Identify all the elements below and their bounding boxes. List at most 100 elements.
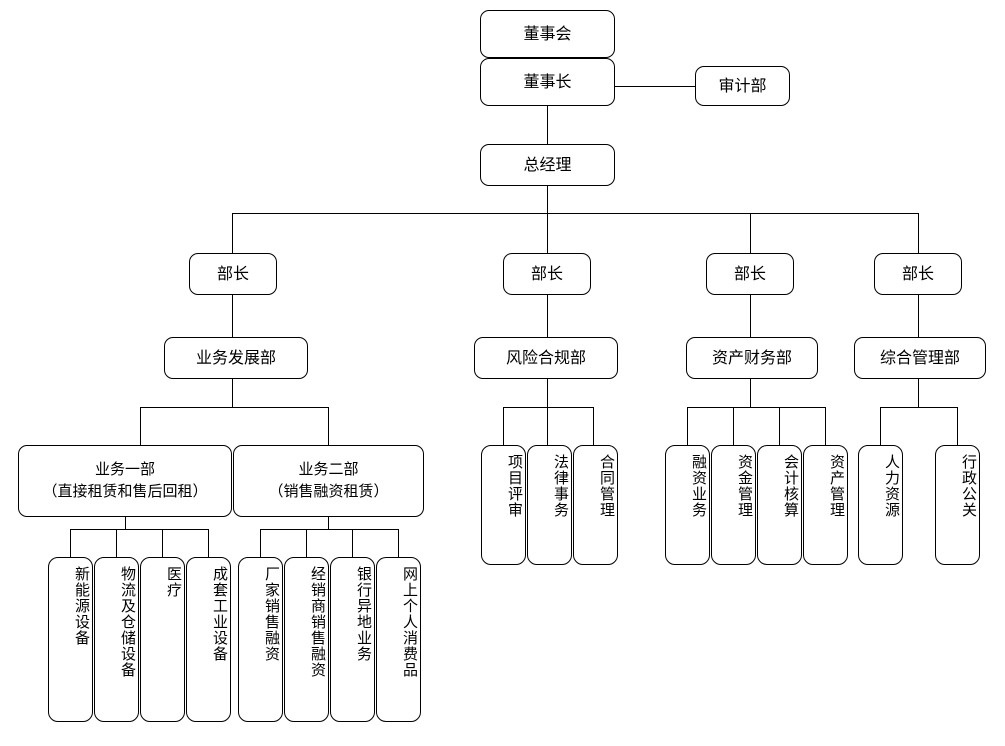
connector-trunk-to-minister-4: [918, 213, 919, 253]
connector-unit-1-to-leaf-4: [208, 529, 209, 557]
leaf-administration-public-relations-label: 行政公关: [960, 454, 978, 518]
node-business-development-department[interactable]: 业务发展部: [164, 337, 308, 379]
node-general-management-department[interactable]: 综合管理部: [854, 337, 986, 379]
leaf-fund-management[interactable]: 资金管理: [711, 445, 756, 565]
connector-bizdev-to-unit-2: [328, 407, 329, 445]
leaf-fund-management-label: 资金管理: [736, 454, 754, 518]
leaf-medical[interactable]: 医疗: [140, 557, 185, 722]
node-asset-finance-department[interactable]: 资产财务部: [686, 337, 818, 379]
connector-chairman-to-gm: [547, 106, 548, 144]
connector-admin-down: [918, 379, 919, 407]
connector-asset-down: [750, 379, 751, 407]
leaf-asset-management-label: 资产管理: [828, 454, 846, 518]
connector-unit-1-to-leaf-3: [162, 529, 163, 557]
node-minister-2[interactable]: 部长: [503, 253, 591, 295]
connector-risk-to-leaf-2: [547, 407, 548, 445]
connector-risk-branch: [503, 407, 593, 408]
connector-unit-2-to-leaf-3: [352, 529, 353, 557]
node-minister-4-label: 部长: [901, 264, 934, 284]
leaf-dealer-sales-financing[interactable]: 经销商销售融资: [284, 557, 329, 722]
connector-unit-2-to-leaf-1: [260, 529, 261, 557]
leaf-complete-industrial-equipment-label: 成套工业设备: [211, 566, 229, 662]
leaf-dealer-sales-financing-label: 经销商销售融资: [309, 566, 327, 678]
connector-minister-4-to-dept: [918, 295, 919, 337]
node-business-development-department-label: 业务发展部: [195, 348, 276, 368]
connector-trunk-to-minister-3: [750, 213, 751, 253]
leaf-online-personal-consumer-goods-label: 网上个人消费品: [401, 566, 419, 678]
connector-asset-branch: [687, 407, 826, 408]
node-chairman[interactable]: 董事长: [480, 58, 615, 106]
node-minister-4[interactable]: 部长: [874, 253, 962, 295]
node-business-unit-1-title: 业务一部: [94, 460, 155, 479]
node-asset-finance-department-label: 资产财务部: [711, 348, 792, 368]
leaf-administration-public-relations[interactable]: 行政公关: [935, 445, 980, 565]
leaf-online-personal-consumer-goods[interactable]: 网上个人消费品: [376, 557, 421, 722]
connector-unit-2-branch: [260, 529, 399, 530]
leaf-bank-remote-business-label: 银行异地业务: [355, 566, 373, 662]
connector-asset-to-leaf-1: [687, 407, 688, 445]
leaf-contract-management-label: 合同管理: [598, 454, 616, 518]
node-audit-department[interactable]: 审计部: [695, 66, 790, 106]
node-risk-compliance-department-label: 风险合规部: [505, 348, 586, 368]
connector-unit-2-to-leaf-4: [398, 529, 399, 557]
leaf-medical-label: 医疗: [165, 566, 183, 598]
connector-trunk-to-minister-1: [232, 213, 233, 253]
node-risk-compliance-department[interactable]: 风险合规部: [474, 337, 618, 379]
node-general-manager[interactable]: 总经理: [480, 144, 615, 186]
leaf-asset-management[interactable]: 资产管理: [803, 445, 848, 565]
node-business-unit-2[interactable]: 业务二部 （销售融资租赁）: [233, 445, 424, 517]
leaf-human-resources-label: 人力资源: [883, 454, 901, 518]
leaf-project-review-label: 项目评审: [506, 454, 524, 518]
connector-bizdev-to-unit-1: [140, 407, 141, 445]
node-business-unit-1-subtitle: （直接租赁和售后回租）: [42, 482, 208, 500]
connector-risk-to-leaf-1: [503, 407, 504, 445]
connector-risk-down: [547, 379, 548, 407]
leaf-legal-affairs[interactable]: 法律事务: [527, 445, 572, 565]
node-business-unit-1[interactable]: 业务一部 （直接租赁和售后回租）: [18, 445, 232, 517]
leaf-complete-industrial-equipment[interactable]: 成套工业设备: [186, 557, 231, 722]
connector-unit-2-to-leaf-2: [306, 529, 307, 557]
connector-admin-branch: [880, 407, 957, 408]
leaf-accounting-label: 会计核算: [782, 454, 800, 518]
connector-chairman-to-audit: [615, 86, 695, 87]
connector-minister-2-to-dept: [547, 295, 548, 337]
connector-admin-to-leaf-1: [880, 407, 881, 445]
node-business-unit-2-subtitle: （销售融资租赁）: [268, 482, 389, 500]
connector-minister-1-to-dept: [232, 295, 233, 337]
leaf-manufacturer-sales-financing-label: 厂家销售融资: [263, 566, 281, 662]
connector-risk-to-leaf-3: [593, 407, 594, 445]
connector-asset-to-leaf-3: [779, 407, 780, 445]
node-minister-3-label: 部长: [733, 264, 766, 284]
connector-unit-1-branch: [70, 529, 209, 530]
connector-asset-to-leaf-4: [825, 407, 826, 445]
leaf-accounting[interactable]: 会计核算: [757, 445, 802, 565]
leaf-human-resources[interactable]: 人力资源: [858, 445, 903, 565]
connector-unit-2-down: [328, 517, 329, 529]
node-minister-2-label: 部长: [530, 264, 563, 284]
node-minister-1[interactable]: 部长: [189, 253, 277, 295]
node-audit-department-label: 审计部: [718, 76, 767, 96]
connector-gm-down: [547, 186, 548, 213]
node-chairman-label: 董事长: [523, 72, 572, 92]
leaf-new-energy-equipment[interactable]: 新能源设备: [48, 557, 93, 722]
leaf-contract-management[interactable]: 合同管理: [573, 445, 618, 565]
leaf-logistics-warehousing-equipment[interactable]: 物流及仓储设备: [94, 557, 139, 722]
connector-minister-3-to-dept: [750, 295, 751, 337]
leaf-financing-business-label: 融资业务: [690, 454, 708, 518]
leaf-manufacturer-sales-financing[interactable]: 厂家销售融资: [238, 557, 283, 722]
leaf-legal-affairs-label: 法律事务: [552, 454, 570, 518]
node-general-management-department-label: 综合管理部: [879, 348, 960, 368]
node-board-of-directors[interactable]: 董事会: [480, 10, 615, 58]
connector-asset-to-leaf-2: [733, 407, 734, 445]
node-board-of-directors-label: 董事会: [523, 24, 572, 44]
leaf-logistics-warehousing-equipment-label: 物流及仓储设备: [119, 566, 137, 678]
leaf-financing-business[interactable]: 融资业务: [665, 445, 710, 565]
node-minister-3[interactable]: 部长: [706, 253, 794, 295]
connector-admin-to-leaf-2: [957, 407, 958, 445]
leaf-bank-remote-business[interactable]: 银行异地业务: [330, 557, 375, 722]
leaf-project-review[interactable]: 项目评审: [481, 445, 526, 565]
connector-main-trunk: [232, 213, 919, 214]
leaf-new-energy-equipment-label: 新能源设备: [73, 566, 91, 646]
connector-unit-1-down: [125, 517, 126, 529]
